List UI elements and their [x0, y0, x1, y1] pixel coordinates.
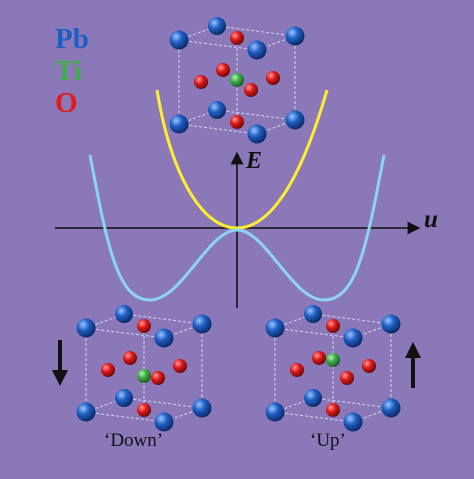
o-atom [230, 31, 244, 45]
pb-atom [304, 389, 322, 407]
o-atom [326, 319, 340, 333]
o-atom [137, 403, 151, 417]
o-atom [312, 351, 326, 365]
up-unit-cell [265, 305, 401, 432]
pb-atom [265, 402, 285, 422]
pb-atom [285, 26, 305, 46]
pb-atom [381, 398, 401, 418]
pb-atom [208, 101, 226, 119]
pb-atom [154, 412, 174, 432]
ti-atom [326, 353, 340, 367]
o-atom [266, 71, 280, 85]
pb-atom [76, 402, 96, 422]
pb-atom [76, 318, 96, 338]
legend-pb: Pb [55, 23, 89, 55]
up-state-label: ‘Up’ [310, 430, 346, 451]
pb-atom [169, 114, 189, 134]
up-arrow [405, 342, 421, 388]
o-atom [230, 115, 244, 129]
o-atom [326, 403, 340, 417]
ti-atom [137, 369, 151, 383]
ti-atom [230, 73, 244, 87]
o-atom [290, 363, 304, 377]
down-arrow [52, 340, 68, 386]
o-atom [194, 75, 208, 89]
o-atom [151, 371, 165, 385]
single-well-curve [155, 89, 329, 230]
legend-ti: Ti [55, 55, 82, 87]
o-atom [216, 63, 230, 77]
o-atom [123, 351, 137, 365]
pb-atom [115, 389, 133, 407]
legend-o: O [55, 87, 78, 119]
double-well-curve [88, 154, 386, 302]
o-atom [173, 359, 187, 373]
o-atom [101, 363, 115, 377]
cubic-unit-cell [169, 17, 305, 144]
pb-atom [247, 124, 267, 144]
pb-atom [265, 318, 285, 338]
o-atom [137, 319, 151, 333]
pb-atom [343, 328, 363, 348]
o-atom [244, 83, 258, 97]
down-state-label: ‘Down’ [104, 430, 164, 451]
pb-atom [115, 305, 133, 323]
o-atom [340, 371, 354, 385]
pb-atom [208, 17, 226, 35]
pb-atom [169, 30, 189, 50]
o-atom [362, 359, 376, 373]
pb-atom [192, 398, 212, 418]
down-unit-cell [76, 305, 212, 432]
pb-atom [304, 305, 322, 323]
pb-atom [343, 412, 363, 432]
pb-atom [154, 328, 174, 348]
displacement-axis-label: u [424, 206, 438, 233]
pb-atom [192, 314, 212, 334]
pb-atom [285, 110, 305, 130]
energy-axis-label: E [246, 148, 263, 174]
pb-atom [247, 40, 267, 60]
pb-atom [381, 314, 401, 334]
